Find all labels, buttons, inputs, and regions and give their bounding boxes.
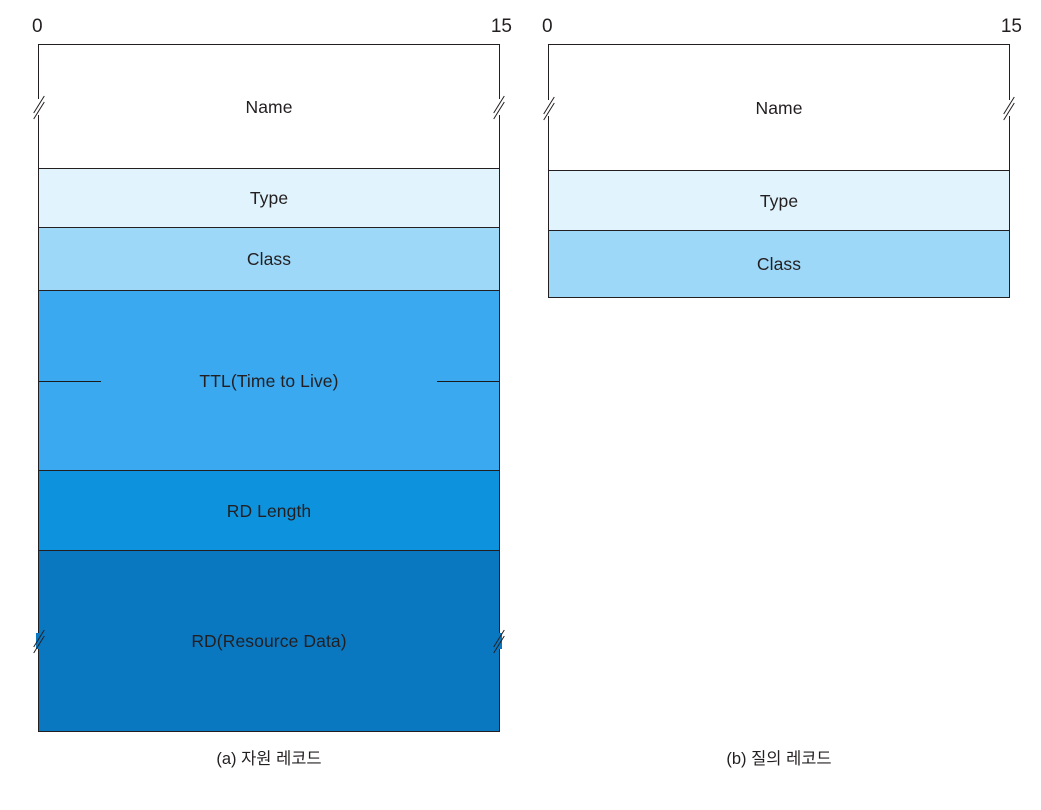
resource-record-break-mark-icon-left: [26, 629, 52, 654]
bit-scale-ruler-a: 0 15: [32, 16, 512, 44]
resource-record-field-label: RD Length: [226, 500, 312, 521]
bit-scale-ruler-b: 0 15: [542, 16, 1022, 44]
bit-scale-start-label-a: 0: [32, 16, 43, 37]
query-record-field-name: Name: [543, 45, 1015, 171]
query-record-field-type: Type: [549, 171, 1009, 231]
query-record-field-label: Name: [755, 97, 803, 118]
resource-record-field-label: RD(Resource Data): [191, 631, 347, 651]
resource-record-field-label: Class: [246, 249, 292, 269]
resource-record-field-rd-resource-data: RD(Resource Data): [33, 551, 505, 731]
resource-record-break-mark-icon-right: [486, 629, 512, 654]
bit-scale-end-label-a: 15: [490, 16, 512, 37]
bit-scale-end-label-b: 15: [1000, 16, 1022, 37]
resource-record-field-label: Name: [245, 96, 293, 117]
resource-record-field-type: Type: [39, 169, 499, 228]
query-record-field-class: Class: [549, 231, 1009, 297]
resource-record-field-class: Class: [39, 228, 499, 291]
bit-scale-start-label-b: 0: [542, 16, 553, 37]
resource-record-break-mark-icon-left: [26, 95, 52, 119]
caption-resource-record: (a) 자원 레코드: [216, 750, 322, 768]
resource-record-field-rd-length: RD Length: [39, 471, 499, 551]
resource-record-break-mark-icon-right: [486, 95, 512, 119]
resource-record-field-label: Type: [249, 188, 289, 208]
resource-record-field-name: Name: [33, 45, 505, 169]
caption-query-record: (b) 질의 레코드: [726, 750, 832, 768]
resource-record-field-label: TTL(Time to Live): [199, 370, 339, 391]
query-record-break-mark-icon-left: [536, 96, 562, 120]
resource-record-continuation-tick-right: [437, 380, 499, 382]
query-record-field-label: Class: [756, 254, 802, 274]
query-record-field-label: Type: [759, 190, 799, 211]
resource-record-continuation-tick-left: [39, 380, 101, 382]
resource-record-field-ttl-time-to-live: TTL(Time to Live): [39, 291, 499, 471]
query-record-break-mark-icon-right: [996, 96, 1022, 120]
